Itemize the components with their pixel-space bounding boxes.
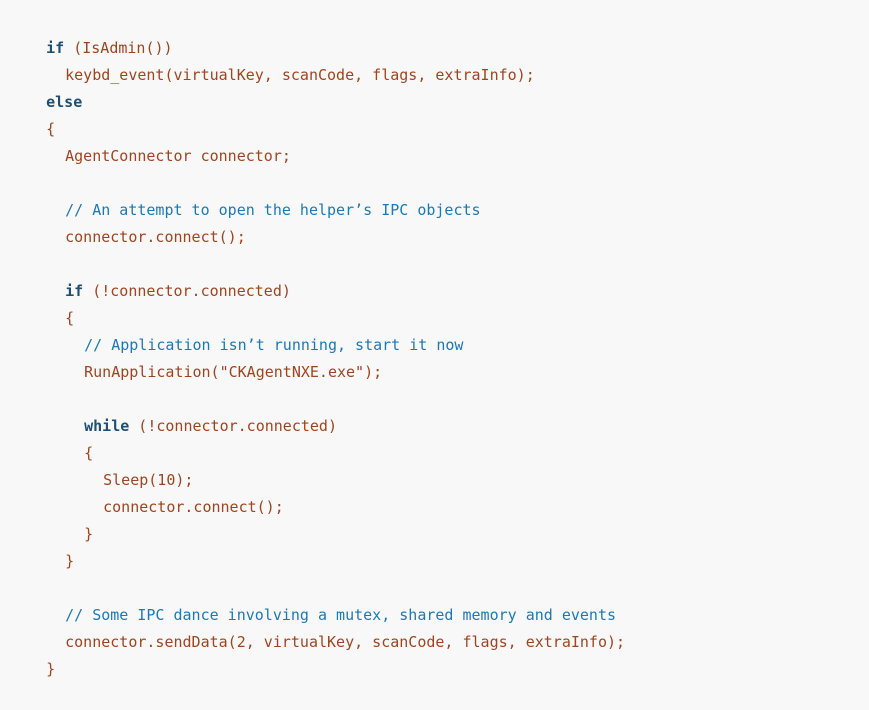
code-line: while (!connector.connected) (10, 386, 869, 435)
code-line: AgentConnector connector; (10, 116, 869, 165)
code-text: } (46, 660, 56, 678)
code-line: { (10, 278, 869, 327)
code-line: } (10, 521, 869, 570)
code-text: { (65, 309, 75, 327)
code-line: RunApplication("CKAgentNXE.exe"); (10, 332, 869, 381)
code-comment: // Application isn’t running, start it n… (84, 336, 464, 354)
code-line: if (!connector.connected) (10, 251, 869, 300)
code-line: connector.connect(); (10, 197, 869, 246)
code-text: (!connector.connected) (129, 417, 337, 435)
code-line: else (10, 62, 869, 111)
code-line: } (10, 494, 869, 543)
code-text: connector.connect(); (103, 498, 284, 516)
code-text: } (65, 552, 75, 570)
code-text: RunApplication("CKAgentNXE.exe"); (84, 363, 383, 381)
code-text: (!connector.connected) (83, 282, 291, 300)
code-text: Sleep(10); (103, 471, 194, 489)
code-line: // Application isn’t running, start it n… (10, 305, 869, 354)
code-line: // Some IPC dance involving a mutex, sha… (10, 575, 869, 624)
code-line: // An attempt to open the helper’s IPC o… (10, 170, 869, 219)
code-text: { (46, 120, 56, 138)
code-line: connector.sendData(2, virtualKey, scanCo… (10, 602, 869, 651)
code-text: AgentConnector connector; (65, 147, 291, 165)
code-comment: // An attempt to open the helper’s IPC o… (65, 201, 481, 219)
code-line: { (10, 413, 869, 462)
code-text: { (84, 444, 94, 462)
code-line: { (10, 89, 869, 138)
code-text: } (84, 525, 94, 543)
code-line: connector.connect(); (10, 467, 869, 516)
keyword: else (46, 93, 83, 111)
code-line: if (IsAdmin()) (10, 8, 869, 57)
code-text: connector.sendData(2, virtualKey, scanCo… (65, 633, 626, 651)
keyword: if (65, 282, 84, 300)
code-line (10, 548, 869, 575)
keyword: while (84, 417, 130, 435)
code-block: if (IsAdmin()) keybd_event(virtualKey, s… (10, 8, 869, 678)
code-line: keybd_event(virtualKey, scanCode, flags,… (10, 35, 869, 84)
code-line: Sleep(10); (10, 440, 869, 489)
code-text: keybd_event(virtualKey, scanCode, flags,… (65, 66, 535, 84)
code-line: } (10, 629, 869, 678)
code-text: (IsAdmin()) (64, 39, 173, 57)
code-comment: // Some IPC dance involving a mutex, sha… (65, 606, 617, 624)
code-text: connector.connect(); (65, 228, 246, 246)
keyword: if (46, 39, 65, 57)
